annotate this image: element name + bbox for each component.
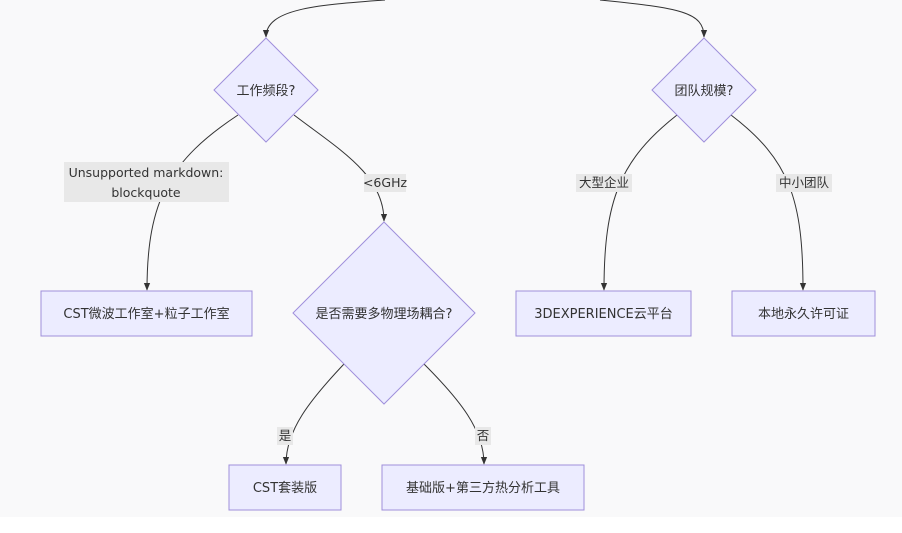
svg-text:中小团队: 中小团队 — [779, 175, 830, 190]
svg-text:团队规模?: 团队规模? — [675, 84, 734, 99]
node-basic-plus[interactable]: 基础版+第三方热分析工具 — [381, 464, 585, 511]
edge-root-to-team-size — [599, 0, 708, 38]
edge-label-yes: 是 — [277, 427, 293, 445]
decision-node-work-band[interactable]: 工作频段? — [213, 37, 319, 143]
svg-text:本地永久许可证: 本地永久许可证 — [758, 307, 849, 322]
node-3dexperience-platform[interactable]: 3DEXPERIENCE云平台 — [515, 290, 692, 337]
edge-label-unsupported-blockquote: Unsupported markdown: blockquote — [64, 162, 229, 202]
svg-text:3DEXPERIENCE云平台: 3DEXPERIENCE云平台 — [534, 307, 673, 322]
edge-multiphysics-to-cst-suite — [282, 363, 345, 465]
edge-label-lt6ghz: <6GHz — [363, 174, 408, 192]
decision-node-multiphysics[interactable]: 是否需要多物理场耦合? — [292, 221, 476, 405]
edge-team-size-to-local — [730, 114, 807, 291]
svg-text:是: 是 — [279, 428, 292, 443]
edge-team-size-to-3dx — [600, 114, 678, 291]
svg-text:CST微波工作室+粒子工作室: CST微波工作室+粒子工作室 — [63, 306, 229, 322]
svg-text:否: 否 — [477, 428, 490, 443]
edge-label-no: 否 — [475, 427, 491, 445]
svg-text:是否需要多物理场耦合?: 是否需要多物理场耦合? — [316, 306, 453, 322]
edge-label-small-team: 中小团队 — [776, 174, 832, 192]
flowchart: Unsupported markdown: blockquote <6GHz 大… — [40, 0, 876, 511]
node-cst-suite[interactable]: CST套装版 — [228, 464, 342, 511]
svg-text:<6GHz: <6GHz — [363, 175, 408, 190]
edge-label-unsupported-line1: Unsupported markdown: — [69, 165, 224, 180]
decision-node-team-size[interactable]: 团队规模? — [651, 37, 757, 143]
edge-label-large-enterprise: 大型企业 — [576, 174, 632, 192]
svg-text:大型企业: 大型企业 — [579, 175, 629, 190]
svg-text:工作频段?: 工作频段? — [237, 84, 296, 99]
edge-label-unsupported-line2: blockquote — [111, 185, 181, 200]
edge-multiphysics-to-basic-plus — [423, 363, 488, 465]
edge-work-band-to-cst-studio — [143, 114, 239, 291]
svg-text:CST套装版: CST套装版 — [253, 480, 317, 496]
edge-work-band-to-multiphysics — [293, 114, 388, 222]
svg-text:基础版+第三方热分析工具: 基础版+第三方热分析工具 — [406, 480, 560, 496]
edge-root-to-work-band — [262, 0, 386, 38]
node-cst-studio[interactable]: CST微波工作室+粒子工作室 — [40, 290, 253, 337]
node-local-license[interactable]: 本地永久许可证 — [731, 290, 876, 337]
diagram-canvas: Unsupported markdown: blockquote <6GHz 大… — [40, 0, 876, 511]
